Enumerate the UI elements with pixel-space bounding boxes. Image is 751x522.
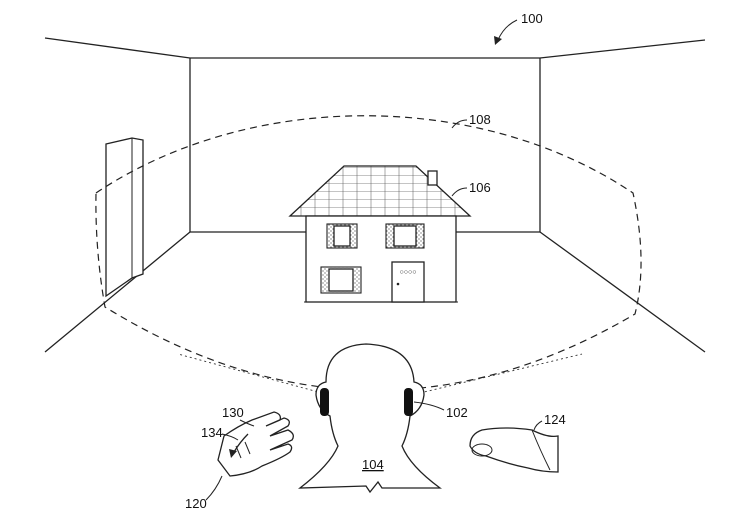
right-hand <box>469 427 559 473</box>
label-figure: 100 <box>521 11 543 26</box>
door-sign: ○○○○ <box>400 269 417 276</box>
label-left-hand: 120 <box>185 496 207 511</box>
house-door <box>391 261 425 303</box>
label-headphones: 102 <box>446 405 468 420</box>
label-view-boundary: 108 <box>469 112 491 127</box>
house-window <box>333 225 351 247</box>
motion-arrowhead <box>229 449 237 458</box>
view-boundary <box>95 115 642 391</box>
door-knob <box>396 282 400 286</box>
virtual-house: ○○○○ <box>288 165 472 303</box>
room <box>44 37 706 353</box>
doorway <box>105 137 144 298</box>
house-window <box>328 268 354 292</box>
label-user: 104 <box>362 457 384 472</box>
label-right-hand: 124 <box>544 412 566 427</box>
house-roof <box>288 165 472 217</box>
house-window <box>393 225 417 247</box>
label-virtual-object: 106 <box>469 180 491 195</box>
user-head <box>298 343 442 494</box>
reference-labels: 100 108 106 104 102 124 120 130 134 <box>185 11 566 511</box>
headphone-left <box>320 388 329 416</box>
left-hand <box>217 411 294 477</box>
motion-arrow <box>233 433 249 453</box>
headphone-right <box>404 388 413 416</box>
house-chimney <box>427 170 438 186</box>
label-gesture: 130 <box>222 405 244 420</box>
label-motion: 134 <box>201 425 223 440</box>
